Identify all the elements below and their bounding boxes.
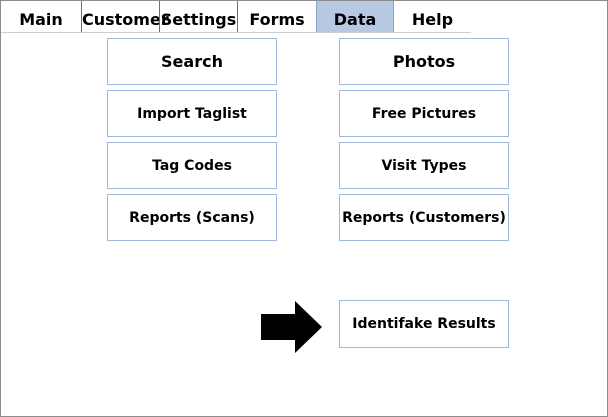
reports-scans-button[interactable]: Reports (Scans): [107, 194, 277, 241]
tab-customer[interactable]: Customer: [81, 1, 169, 32]
search-button[interactable]: Search: [107, 38, 277, 85]
tab-help[interactable]: Help: [411, 10, 454, 29]
photos-button[interactable]: Photos: [339, 38, 509, 85]
visit-types-button[interactable]: Visit Types: [339, 142, 509, 189]
import-taglist-button[interactable]: Import Taglist: [107, 90, 277, 137]
identifake-results-button[interactable]: Identifake Results: [339, 300, 509, 348]
reports-customers-button[interactable]: Reports (Customers): [339, 194, 509, 241]
tab-settings[interactable]: Settings: [159, 1, 237, 32]
tab-divider: [1, 32, 471, 33]
free-pictures-button[interactable]: Free Pictures: [339, 90, 509, 137]
tab-main[interactable]: Main: [19, 10, 63, 29]
right-arrow-icon: [261, 301, 323, 357]
menu-bar: Main Customer Settings Forms Data Help: [1, 1, 607, 32]
tab-forms[interactable]: Forms: [237, 1, 316, 32]
tag-codes-button[interactable]: Tag Codes: [107, 142, 277, 189]
tab-data[interactable]: Data: [316, 1, 394, 32]
